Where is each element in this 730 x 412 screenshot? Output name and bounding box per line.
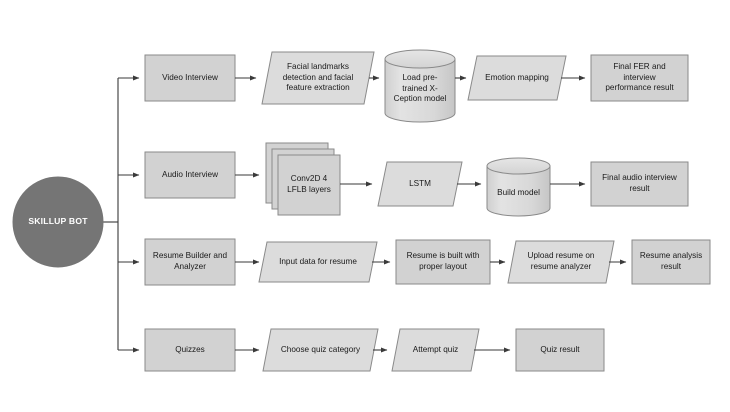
branch-stub-connectors	[118, 75, 140, 353]
node-resume-built[interactable]	[395, 239, 491, 285]
node-final-audio-result[interactable]	[590, 161, 689, 207]
node-conv2d-lflb[interactable]	[265, 142, 341, 216]
node-facial-landmarks[interactable]	[261, 51, 375, 105]
node-quiz-result[interactable]	[515, 328, 605, 372]
node-audio-interview[interactable]	[144, 151, 236, 199]
node-resume-analysis-result[interactable]	[631, 239, 711, 285]
node-skillup-bot[interactable]	[12, 176, 104, 268]
node-build-model[interactable]	[486, 157, 551, 217]
node-final-fer-result[interactable]	[590, 54, 689, 102]
node-load-xception[interactable]	[384, 49, 456, 123]
node-emotion-mapping[interactable]	[467, 55, 567, 101]
node-input-data-resume[interactable]	[258, 241, 378, 283]
node-upload-resume[interactable]	[507, 240, 615, 284]
node-quizzes[interactable]	[144, 328, 236, 372]
node-resume-builder[interactable]	[144, 238, 236, 286]
node-attempt-quiz[interactable]	[391, 328, 480, 372]
trunk-connector	[103, 78, 119, 350]
node-choose-quiz-category[interactable]	[262, 328, 379, 372]
node-lstm[interactable]	[377, 161, 463, 207]
node-video-interview[interactable]	[144, 54, 236, 102]
